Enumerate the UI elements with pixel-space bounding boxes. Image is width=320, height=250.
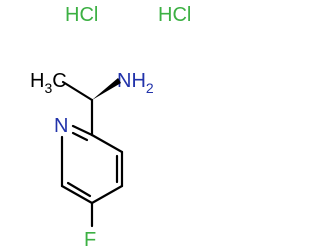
methyl-label: H3C xyxy=(30,70,67,96)
ring-double-bond-c5-c6 xyxy=(66,181,92,198)
methyl-bond xyxy=(61,80,94,102)
ring-bond-c2-c3 xyxy=(90,133,124,154)
ring-nitrogen-label: N xyxy=(54,115,68,137)
stereo-wedge-bond xyxy=(92,78,121,100)
fluorine-label: F xyxy=(84,229,96,250)
ring-double-bond-n1-c2 xyxy=(71,131,89,142)
hcl-label-2: HCl xyxy=(158,4,191,26)
ring-bond-n1-c2 xyxy=(71,124,94,137)
structure-diagram: HCl HCl H3C NH2 N F xyxy=(30,4,191,250)
molecule-canvas: HCl HCl H3C NH2 N F xyxy=(30,4,192,250)
hcl-label-1: HCl xyxy=(65,4,98,26)
ring-bond-c4-c5 xyxy=(90,184,124,205)
ring-bond-c5-c6 xyxy=(60,184,94,205)
amine-label: NH2 xyxy=(117,70,154,96)
